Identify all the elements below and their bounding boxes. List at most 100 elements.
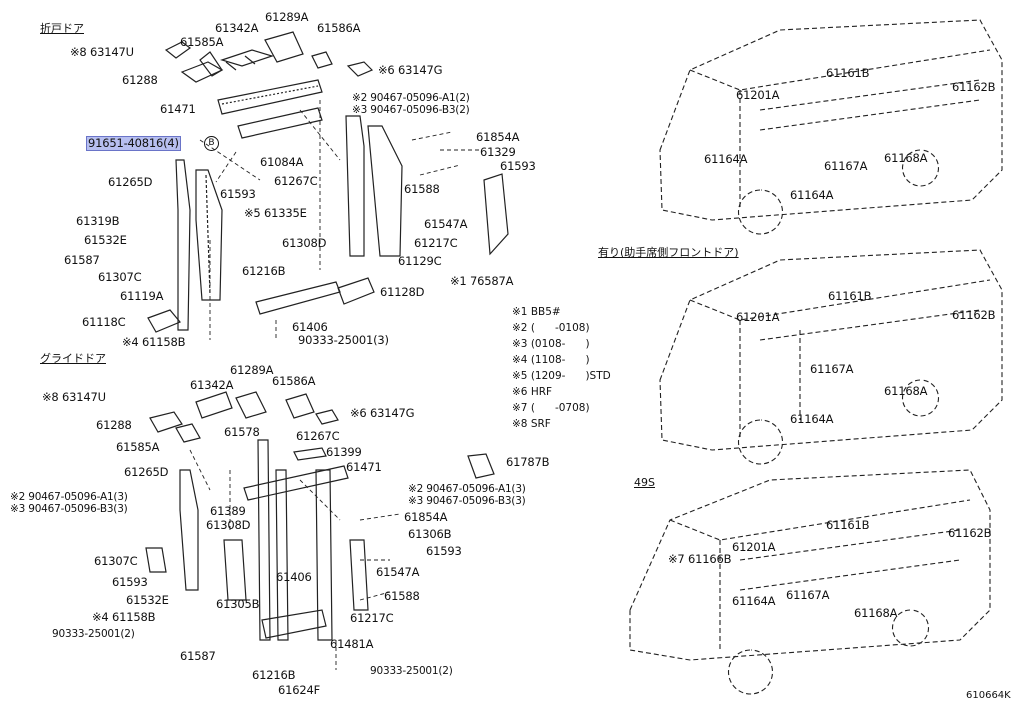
part-label[interactable]: 61265D xyxy=(108,175,153,189)
part-label[interactable]: 90333-25001(3) xyxy=(298,333,389,347)
van-part-label[interactable]: 61168A xyxy=(884,384,928,398)
part-label[interactable]: 61586A xyxy=(272,374,316,388)
part-label[interactable]: 61587 xyxy=(180,649,216,663)
part-label[interactable]: 61586A xyxy=(317,21,361,35)
part-label[interactable]: ※2 90467-05096-A1(2) xyxy=(352,92,470,104)
part-label[interactable]: 61593 xyxy=(500,159,536,173)
van-part-label[interactable]: 61164A xyxy=(790,188,834,202)
part-label[interactable]: ※1 76587A xyxy=(450,274,514,288)
part-label[interactable]: 61471 xyxy=(346,460,382,474)
van-part-label[interactable]: 61164A xyxy=(732,594,776,608)
van-part-label[interactable]: 61168A xyxy=(854,606,898,620)
part-label[interactable]: 61128D xyxy=(380,285,425,299)
part-label[interactable]: 61217C xyxy=(350,611,394,625)
part-label[interactable]: 61406 xyxy=(292,320,328,334)
part-label[interactable]: ※8 63147U xyxy=(42,390,106,404)
part-label[interactable]: 61342A xyxy=(190,378,234,392)
part-label[interactable]: 61267C xyxy=(296,429,340,443)
part-label[interactable]: 61319B xyxy=(76,214,120,228)
van-part-label[interactable]: 61201A xyxy=(736,88,780,102)
part-label[interactable]: ※6 63147G xyxy=(350,406,415,420)
part-label[interactable]: 61481A xyxy=(330,637,374,651)
note-6: ※6 HRF xyxy=(512,386,553,398)
top-door-frames xyxy=(147,115,509,333)
part-label[interactable]: 61267C xyxy=(274,174,318,188)
part-label[interactable]: ※8 63147U xyxy=(70,45,134,59)
van-part-label[interactable]: 61161B xyxy=(826,66,870,80)
part-label[interactable]: 61532E xyxy=(84,233,127,247)
part-label[interactable]: 61129C xyxy=(398,254,442,268)
part-label[interactable]: 61342A xyxy=(215,21,259,35)
part-label[interactable]: 61308D xyxy=(282,236,327,250)
part-label[interactable]: 90333-25001(2) xyxy=(370,665,453,677)
part-label[interactable]: 61578 xyxy=(224,425,260,439)
van-part-label[interactable]: 61161B xyxy=(826,518,870,532)
part-label[interactable]: ※5 61335E xyxy=(244,206,307,220)
part-label[interactable]: 61547A xyxy=(424,217,468,231)
van-part-label[interactable]: 61201A xyxy=(732,540,776,554)
part-label[interactable]: 61289A xyxy=(265,10,309,24)
part-label[interactable]: 61308D xyxy=(206,518,251,532)
van-part-label[interactable]: 61162B xyxy=(952,80,996,94)
van-part-label[interactable]: 61162B xyxy=(952,308,996,322)
part-label[interactable]: 61307C xyxy=(94,554,138,568)
van-part-label[interactable]: 61167A xyxy=(810,362,854,376)
part-label[interactable]: ※2 90467-05096-A1(3) xyxy=(408,483,526,495)
highlighted-part-number[interactable]: 91651-40816(4) xyxy=(86,136,181,151)
part-label[interactable]: ※4 61158B xyxy=(92,610,156,624)
part-label[interactable]: 61471 xyxy=(160,102,196,116)
part-label[interactable]: 61216B xyxy=(242,264,286,278)
note-1: ※1 BB5# xyxy=(512,306,561,318)
van-part-label[interactable]: 61164A xyxy=(704,152,748,166)
part-label[interactable]: 61624F xyxy=(278,683,320,697)
part-label[interactable]: 61593 xyxy=(426,544,462,558)
part-label[interactable]: 61532E xyxy=(126,593,169,607)
part-label[interactable]: 61406 xyxy=(276,570,312,584)
part-label[interactable]: 61288 xyxy=(122,73,158,87)
marker-b: B xyxy=(204,136,219,151)
part-label[interactable]: 61593 xyxy=(220,187,256,201)
part-label[interactable]: 61587 xyxy=(64,253,100,267)
part-label[interactable]: 61307C xyxy=(98,270,142,284)
part-label[interactable]: 61585A xyxy=(180,35,224,49)
part-label[interactable]: 61588 xyxy=(404,182,440,196)
part-label[interactable]: 61305B xyxy=(216,597,260,611)
part-label[interactable]: 61854A xyxy=(476,130,520,144)
part-label[interactable]: ※4 61158B xyxy=(122,335,186,349)
van-part-label[interactable]: 61167A xyxy=(824,159,868,173)
part-label[interactable]: ※3 90467-05096-B3(2) xyxy=(352,104,470,116)
part-label[interactable]: 61265D xyxy=(124,465,169,479)
part-label[interactable]: 61389 xyxy=(210,504,246,518)
van-part-label[interactable]: 61164A xyxy=(790,412,834,426)
part-label[interactable]: 61288 xyxy=(96,418,132,432)
part-label[interactable]: 90333-25001(2) xyxy=(52,628,135,640)
van-part-label[interactable]: 61201A xyxy=(736,310,780,324)
part-label[interactable]: 61118C xyxy=(82,315,126,329)
part-label[interactable]: 61217C xyxy=(414,236,458,250)
note-4: ※4 (1108- ) xyxy=(512,354,590,366)
van-part-label[interactable]: 61168A xyxy=(884,151,928,165)
bottom-door-frames xyxy=(145,439,369,641)
van-part-label[interactable]: 61162B xyxy=(948,526,992,540)
part-label[interactable]: 61119A xyxy=(120,289,164,303)
part-label[interactable]: ※2 90467-05096-A1(3) xyxy=(10,491,128,503)
part-label[interactable]: 61588 xyxy=(384,589,420,603)
part-label[interactable]: 61585A xyxy=(116,440,160,454)
part-label[interactable]: 61329 xyxy=(480,145,516,159)
note-7: ※7 ( -0708) xyxy=(512,402,590,414)
part-label[interactable]: 61547A xyxy=(376,565,420,579)
part-label[interactable]: 61787B xyxy=(506,455,550,469)
part-label[interactable]: ※3 90467-05096-B3(3) xyxy=(10,503,128,515)
part-label[interactable]: 61289A xyxy=(230,363,274,377)
part-label[interactable]: 61216B xyxy=(252,668,296,682)
part-label[interactable]: 61399 xyxy=(326,445,362,459)
van-part-label[interactable]: ※7 61166B xyxy=(668,552,732,566)
van-part-label[interactable]: 61167A xyxy=(786,588,830,602)
part-label[interactable]: ※6 63147G xyxy=(378,63,443,77)
van-part-label[interactable]: 61161B xyxy=(828,289,872,303)
part-label[interactable]: 61854A xyxy=(404,510,448,524)
part-label[interactable]: 61084A xyxy=(260,155,304,169)
part-label[interactable]: 61593 xyxy=(112,575,148,589)
part-label[interactable]: ※3 90467-05096-B3(3) xyxy=(408,495,526,507)
part-label[interactable]: 61306B xyxy=(408,527,452,541)
